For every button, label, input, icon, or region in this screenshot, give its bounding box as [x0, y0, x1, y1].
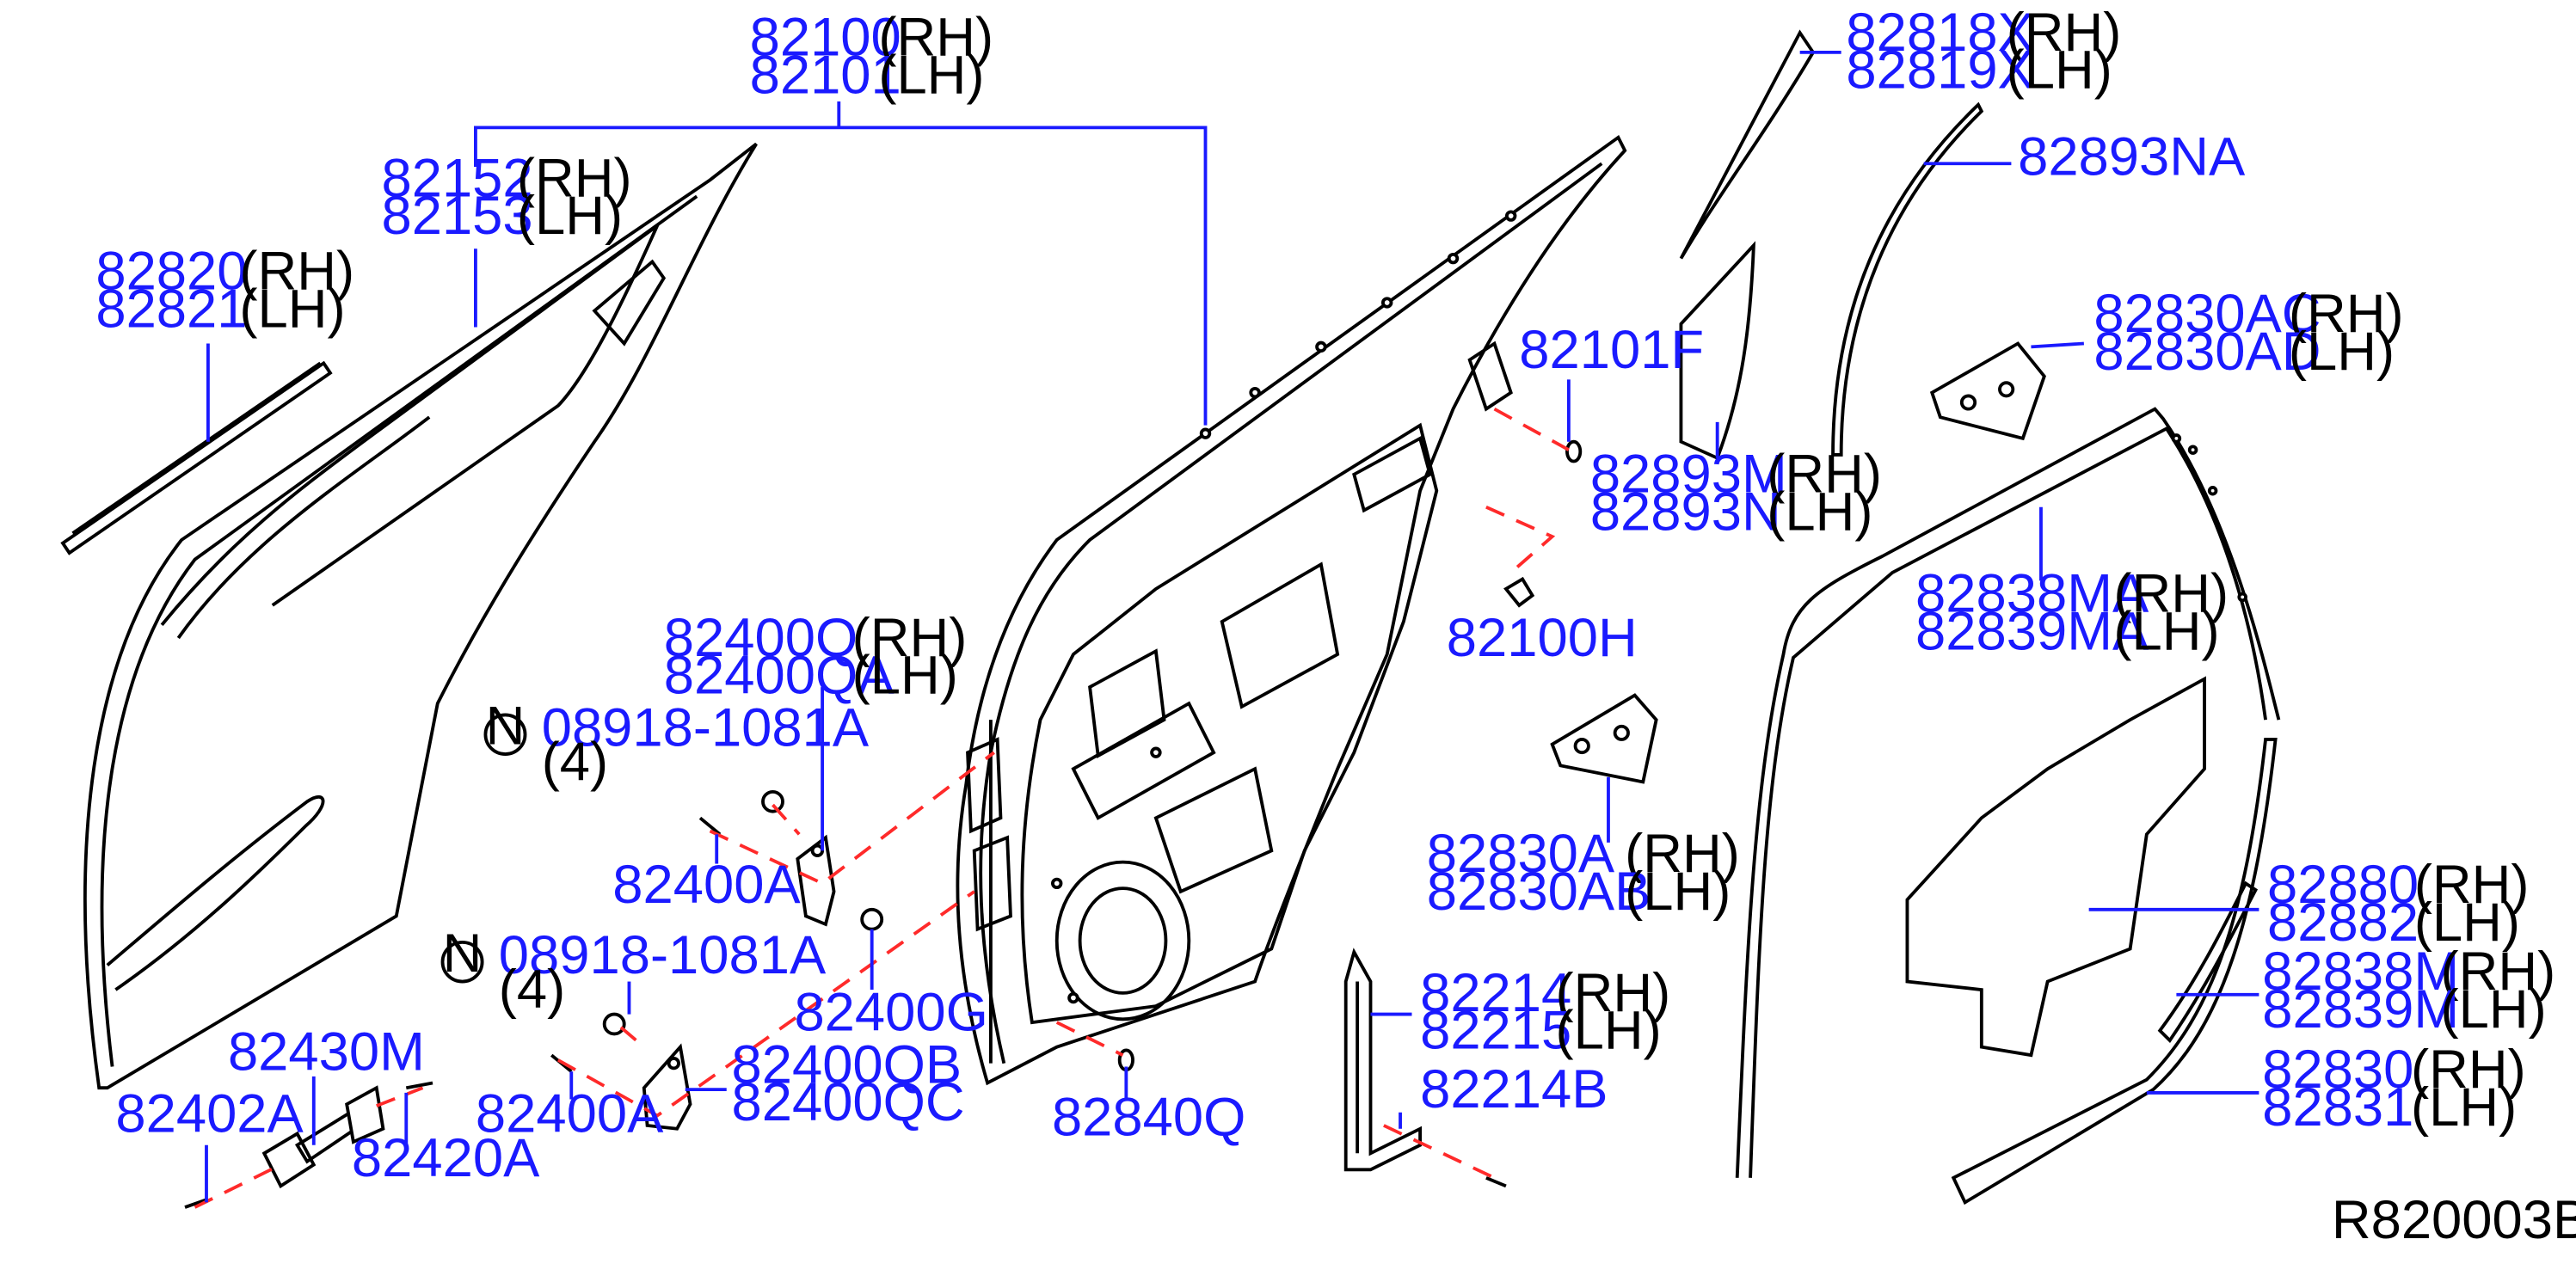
door-check-link: [261, 1085, 385, 1189]
glass-run-sash: [1831, 101, 1984, 457]
part-number-82893n: 82893N: [1590, 482, 1781, 543]
part-number-82400a-lower: 82400A: [476, 1084, 663, 1144]
part-number-82821: 82821: [95, 279, 247, 340]
grommet: [1565, 439, 1583, 463]
side-82831: (LH): [2411, 1077, 2517, 1138]
part-number-82818x: 82818X: [1846, 3, 2033, 63]
side-82838m: (RH): [2441, 942, 2556, 1002]
clip-set-lower: [1550, 693, 1658, 784]
side-82153: (LH): [517, 186, 623, 246]
nut-symbol-circle-upper: [483, 713, 527, 756]
part-number-82830ab: 82830AB: [1427, 862, 1651, 922]
part-number-82838ma: 82838MA: [1915, 564, 2149, 624]
part-number-82893m: 82893M: [1590, 445, 1787, 505]
part-number-08918-1081a-upper: 08918-1081A: [542, 698, 869, 758]
part-number-08918-1081a-lower: 08918-1081A: [499, 925, 826, 985]
part-number-82153: 82153: [381, 186, 532, 246]
fasteners: [184, 789, 1507, 1209]
plug: [1503, 576, 1535, 608]
dashed-links: [194, 407, 1570, 1209]
side-82820: (RH): [239, 242, 354, 302]
side-82400qa: (LH): [852, 646, 958, 706]
part-number-82152: 82152: [381, 149, 532, 209]
drawing-reference: R820003B: [2332, 1190, 2576, 1250]
part-number-82893na: 82893NA: [2018, 127, 2245, 187]
door-inner-panel: [956, 134, 1627, 1086]
part-number-82830: 82830: [2262, 1040, 2413, 1100]
callout-labels: 82100 (RH) 82101 (LH) 82152 (RH) 82153 (…: [95, 3, 2576, 1250]
part-number-82830a: 82830A: [1427, 824, 1614, 884]
side-82830a: (RH): [1625, 824, 1740, 884]
side-82215: (LH): [1556, 1001, 1662, 1061]
sash-bracket: [1343, 948, 1423, 1172]
part-number-82100h: 82100H: [1447, 608, 1638, 668]
side-82830: (RH): [2411, 1040, 2526, 1100]
part-number-82100: 82100: [750, 8, 901, 68]
part-number-82839ma: 82839MA: [1915, 602, 2149, 662]
part-number-82101: 82101: [750, 46, 901, 106]
door-glass: [1679, 29, 1816, 461]
side-82400q: (RH): [852, 608, 968, 668]
part-number-82819x: 82819X: [1846, 40, 2033, 101]
part-number-82420a: 82420A: [352, 1128, 539, 1188]
qty-08918-1081a-upper: (4): [542, 733, 608, 793]
door-outer-panel: [83, 142, 758, 1090]
part-number-82830ac: 82830AC: [2093, 284, 2321, 344]
side-82830ad: (LH): [2289, 322, 2395, 382]
part-number-82839m: 82839M: [2262, 979, 2459, 1040]
part-number-82831: 82831: [2262, 1077, 2413, 1138]
side-82818x: (RH): [2007, 3, 2122, 63]
side-82893n: (LH): [1767, 482, 1872, 543]
part-number-82430m: 82430M: [228, 1022, 425, 1083]
nut-symbol-upper: N: [486, 696, 526, 757]
side-82893m: (RH): [1767, 445, 1882, 505]
side-82839m: (LH): [2441, 979, 2547, 1040]
side-82100: (RH): [878, 8, 993, 68]
part-number-82838m: 82838M: [2262, 942, 2459, 1002]
part-number-82214: 82214: [1420, 963, 1571, 1023]
hinge-lower: [642, 1043, 692, 1131]
side-82830ab: (LH): [1625, 862, 1731, 922]
nut-symbol-circle-lower: [440, 940, 484, 984]
part-number-82400qb: 82400QB: [732, 1035, 962, 1095]
sealing-screen: [1905, 676, 2206, 1058]
part-number-82400g: 82400G: [794, 983, 987, 1043]
side-82821: (LH): [239, 279, 345, 340]
part-number-82214b: 82214B: [1420, 1059, 1608, 1120]
part-number-82402a: 82402A: [115, 1084, 303, 1144]
part-number-82215: 82215: [1420, 1001, 1571, 1061]
side-82101: (LH): [878, 46, 984, 106]
leader-lines: [205, 50, 2259, 1203]
qty-08918-1081a-lower: (4): [499, 960, 565, 1020]
part-number-82101f: 82101F: [1519, 320, 1704, 380]
side-82819x: (LH): [2007, 40, 2112, 101]
clip-set-upper: [1929, 341, 2046, 441]
part-number-82400q: 82400Q: [664, 608, 858, 668]
side-82839ma: (LH): [2113, 602, 2219, 662]
part-number-82882: 82882: [2267, 893, 2419, 953]
side-82838ma: (RH): [2113, 564, 2229, 624]
side-82882: (LH): [2414, 893, 2520, 953]
part-number-82400a-upper: 82400A: [612, 855, 800, 915]
part-number-82400qa: 82400QA: [664, 646, 895, 706]
side-82214: (RH): [1556, 963, 1671, 1023]
lower-seals: [1951, 738, 2278, 1205]
part-number-82820: 82820: [95, 242, 247, 302]
part-number-82840q: 82840Q: [1052, 1088, 1245, 1148]
door-weatherstrip: [1735, 407, 2281, 1178]
part-number-82830ad: 82830AD: [2093, 322, 2321, 382]
side-82880: (RH): [2414, 855, 2530, 915]
outside-moulding: [60, 360, 333, 555]
nut-symbol-lower: N: [443, 923, 483, 984]
part-number-82400qc: 82400QC: [732, 1073, 965, 1133]
line-art: [60, 29, 2281, 1209]
side-82152: (RH): [517, 149, 632, 209]
part-number-82880: 82880: [2267, 855, 2419, 915]
side-82830ac: (RH): [2289, 284, 2404, 344]
